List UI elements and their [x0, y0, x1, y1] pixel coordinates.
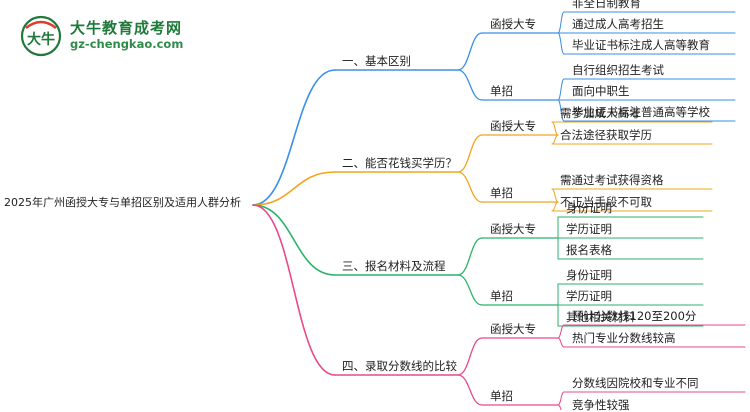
edge-branch-4-child-2: [457, 374, 483, 406]
branch-node-2[interactable]: 二、能否花钱买学历？: [342, 156, 457, 170]
leaf-node-4-1-1[interactable]: 预计分数线120至200分: [572, 309, 697, 323]
leaf-node-3-1-1[interactable]: 身份证明: [566, 201, 612, 215]
edge-leaf-2-2-2: [551, 201, 559, 212]
edge-root-branch-1: [252, 69, 336, 206]
branch-node-1[interactable]: 一、基本区别: [342, 54, 411, 68]
edge-leaf-4-1-2: [557, 337, 565, 348]
edge-branch-2-child-1: [457, 134, 483, 173]
leaf-node-1-1-2[interactable]: 通过成人高考招生: [572, 17, 664, 31]
site-logo[interactable]: 大牛 大牛教育成考网 gz-chengkao.com: [18, 12, 183, 60]
child-node-4-2[interactable]: 单招: [490, 389, 513, 403]
leaf-node-4-2-1[interactable]: 分数线因院校和专业不同: [572, 376, 699, 390]
leaf-node-1-2-3[interactable]: 毕业证书标注普通高等学校: [572, 105, 710, 119]
leaf-node-3-2-2[interactable]: 学历证明: [566, 289, 612, 303]
root-node[interactable]: 2025年广州函授大专与单招区别及适用人群分析: [4, 196, 241, 209]
leaf-node-2-1-1[interactable]: 需参加成人高考: [560, 106, 641, 120]
edge-leaf-2-1-1: [551, 121, 559, 136]
edge-root-branch-4: [252, 204, 336, 376]
leaf-node-1-2-2[interactable]: 面向中职生: [572, 84, 630, 98]
edge-leaf-4-2-2: [557, 404, 562, 410]
child-node-3-1[interactable]: 函授大专: [490, 222, 536, 236]
logo-mark-icon: 大牛: [20, 15, 62, 57]
edge-branch-3-child-2: [457, 274, 483, 306]
edge-branch-1-child-2: [457, 69, 483, 101]
leaf-node-4-1-2[interactable]: 热门专业分数线较高: [572, 331, 676, 345]
child-node-4-1[interactable]: 函授大专: [490, 322, 536, 336]
edge-leaf-2-1-2: [551, 134, 559, 145]
branch-node-3[interactable]: 三、报名材料及流程: [342, 259, 446, 273]
edge-branch-1-child-1: [457, 32, 483, 71]
leaf-node-3-1-3[interactable]: 报名表格: [566, 243, 612, 257]
leaf-node-1-1-1[interactable]: 非全日制教育: [572, 0, 641, 10]
leaf-node-3-1-2[interactable]: 学历证明: [566, 222, 612, 236]
edge-leaf-1-2-1: [557, 78, 565, 101]
edge-branch-4-child-1: [457, 337, 483, 376]
edge-leaf-4-1-1: [557, 324, 565, 339]
leaf-node-1-2-1[interactable]: 自行组织招生考试: [572, 63, 664, 77]
leaf-node-1-1-3[interactable]: 毕业证书标注成人高等教育: [572, 38, 710, 52]
edge-root-branch-2: [252, 171, 336, 206]
leaf-node-3-2-1[interactable]: 身份证明: [566, 268, 612, 282]
leaf-node-2-2-1[interactable]: 需通过考试获得资格: [560, 173, 664, 187]
edge-leaf-1-2-3: [557, 99, 565, 122]
leaf-node-2-1-2[interactable]: 合法途径获取学历: [560, 128, 652, 142]
child-node-3-2[interactable]: 单招: [490, 289, 513, 303]
branch-node-4[interactable]: 四、录取分数线的比较: [342, 359, 457, 373]
leaf-node-4-2-2[interactable]: 竞争性较强: [572, 398, 630, 412]
leaf-node-3-2-3[interactable]: 其他相关材料: [566, 310, 635, 324]
edge-leaf-1-1-3: [557, 32, 565, 55]
logo-title: 大牛教育成考网: [70, 19, 183, 37]
logo-url: gz-chengkao.com: [70, 37, 184, 51]
child-node-2-2[interactable]: 单招: [490, 186, 513, 200]
child-node-2-1[interactable]: 函授大专: [490, 119, 536, 133]
edge-root-branch-3: [252, 204, 336, 276]
leaf-node-2-2-2[interactable]: 不正当手段不可取: [560, 195, 652, 209]
edge-branch-2-child-2: [457, 171, 483, 203]
child-node-1-1[interactable]: 函授大专: [490, 17, 536, 31]
child-node-1-2[interactable]: 单招: [490, 84, 513, 98]
edge-leaf-4-2-1: [557, 391, 565, 406]
edge-leaf-2-2-1: [551, 188, 559, 203]
edge-leaf-1-1-1: [557, 11, 565, 34]
logo-mark-text: 大牛: [27, 31, 55, 48]
edge-branch-3-child-1: [457, 237, 483, 276]
